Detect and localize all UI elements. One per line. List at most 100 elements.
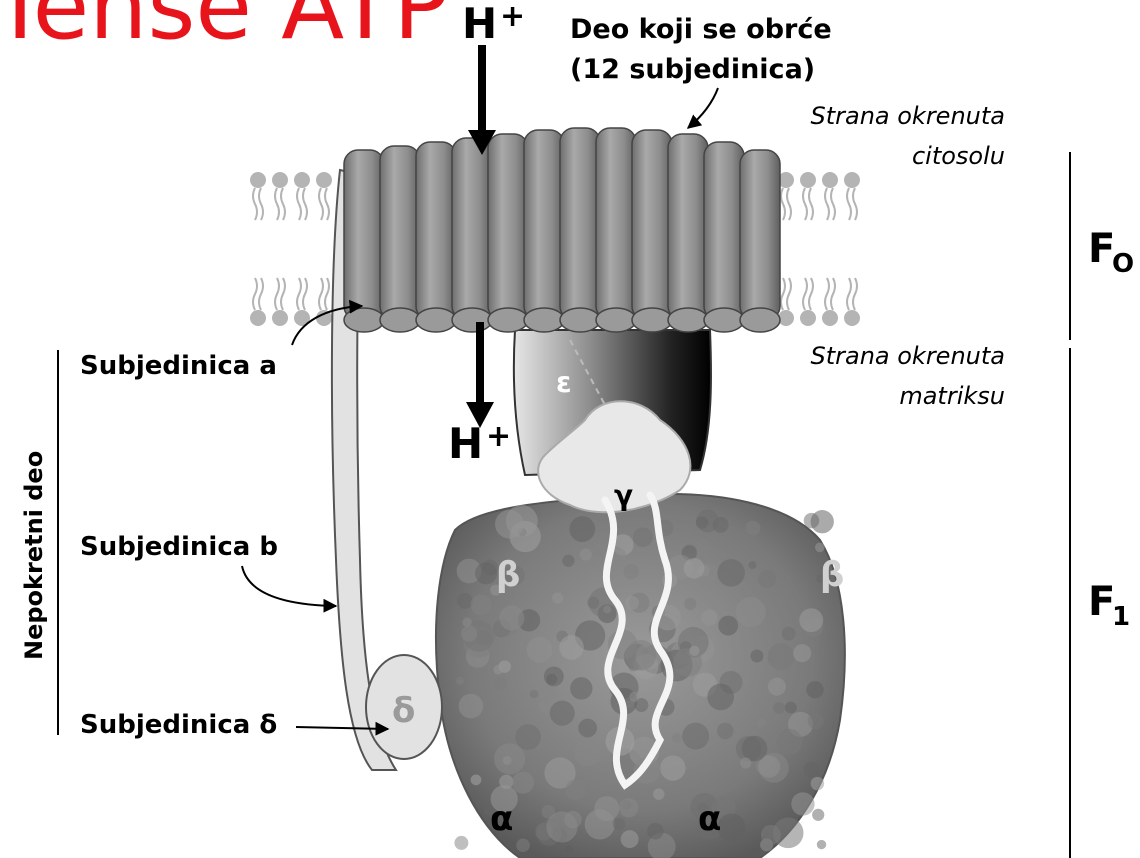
c-subunit-cylinder xyxy=(596,128,636,320)
lipid-tail xyxy=(825,278,835,310)
f1-texture-blob xyxy=(707,684,734,711)
f1-texture-blob xyxy=(461,625,477,641)
f1-texture-blob xyxy=(633,527,653,547)
f1-texture-blob xyxy=(578,719,597,738)
c-subunit-cylinder xyxy=(740,150,780,320)
cytosol-side-line1: Strana okrenuta xyxy=(810,102,1005,130)
subunit-a-label: Subjedinica a xyxy=(80,351,277,381)
lipid-head xyxy=(316,172,332,188)
f1-texture-blob xyxy=(653,788,664,799)
f1-texture-blob xyxy=(457,593,473,609)
lipid-tail xyxy=(781,278,791,310)
f1-texture-blob xyxy=(777,729,803,755)
c-subunit-cap xyxy=(452,308,492,332)
f1-texture-blob xyxy=(546,811,577,842)
lipid-tail xyxy=(803,188,813,220)
beta-right-letter: β xyxy=(820,555,844,595)
f1-texture-blob xyxy=(748,561,756,569)
f1-texture-blob xyxy=(515,724,541,750)
proton-charge-bottom: + xyxy=(486,419,511,454)
lipid-tail xyxy=(319,278,329,310)
f1-texture-blob xyxy=(552,593,563,604)
subunit-delta-label: Subjedinica δ xyxy=(80,710,277,740)
f1-texture-blob xyxy=(812,809,824,821)
c-subunit-cap xyxy=(740,308,780,332)
f1-texture-blob xyxy=(603,605,611,613)
proton-label-top: H xyxy=(462,0,497,48)
f1-texture-blob xyxy=(471,594,492,615)
f1-texture-blob xyxy=(684,598,696,610)
f1-texture-blob xyxy=(499,606,524,631)
f1-texture-blob xyxy=(793,644,811,662)
c-subunit-cap xyxy=(524,308,564,332)
f1-texture-blob xyxy=(718,616,738,636)
f1-texture-blob xyxy=(621,830,639,848)
f1-texture-blob xyxy=(625,596,639,610)
lipid-head xyxy=(250,172,266,188)
lipid-tail xyxy=(297,278,307,310)
f1-texture-blob xyxy=(471,774,482,785)
c-ring-rotor xyxy=(344,128,780,332)
delta-letter: δ xyxy=(392,691,415,731)
gamma-letter: γ xyxy=(614,479,633,512)
lipid-head xyxy=(250,310,266,326)
f1-texture-blob xyxy=(493,677,506,690)
lipid-tail xyxy=(319,188,329,220)
lipid-head xyxy=(800,172,816,188)
f1-texture-blob xyxy=(494,743,525,774)
f1-texture-blob xyxy=(811,510,834,533)
beta-left-letter: β xyxy=(496,555,520,595)
f1-texture-blob xyxy=(587,597,599,609)
c-subunit-cylinder xyxy=(488,134,528,320)
f1-texture-blob xyxy=(621,800,631,810)
lipid-tail xyxy=(825,188,835,220)
f1-texture-blob xyxy=(736,597,766,627)
lipid-head xyxy=(822,310,838,326)
f1-texture-blob xyxy=(785,702,797,714)
f1-texture-blob xyxy=(672,733,682,743)
f1-texture-blob xyxy=(684,558,705,579)
f1-texture-blob xyxy=(717,559,745,587)
c-subunit-cap xyxy=(344,308,384,332)
f1-texture-blob xyxy=(613,818,625,830)
c-subunit-cylinder xyxy=(632,130,672,320)
f1-texture-blob xyxy=(454,836,468,850)
f1-texture-blob xyxy=(758,570,776,588)
lipid-head xyxy=(800,310,816,326)
f1-texture-blob xyxy=(527,637,553,663)
f1-texture-blob xyxy=(462,617,472,627)
c-subunit-cylinder xyxy=(560,128,600,320)
f1-subscript: 1 xyxy=(1112,602,1130,632)
c-subunit-cylinder xyxy=(452,138,492,320)
f1-texture-blob xyxy=(806,681,823,698)
f1-texture-blob xyxy=(543,686,556,699)
f1-texture-blob xyxy=(512,772,534,794)
matrix-side-line2: matriksu xyxy=(899,382,1005,410)
cytosol-side-line2: citosolu xyxy=(912,142,1005,170)
f1-texture-blob xyxy=(696,510,719,533)
c-subunit-cap xyxy=(596,308,636,332)
f1-texture-blob xyxy=(495,510,524,539)
c-subunit-cap xyxy=(416,308,456,332)
lipid-head xyxy=(272,310,288,326)
stator-label: Nepokretni deo xyxy=(20,451,48,660)
lipid-head xyxy=(272,172,288,188)
lipid-head xyxy=(822,172,838,188)
f1-texture-blob xyxy=(459,694,484,719)
f1-texture-blob xyxy=(811,777,824,790)
fo-subscript: O xyxy=(1112,249,1134,279)
lipid-head xyxy=(844,172,860,188)
f1-texture-blob xyxy=(815,543,825,553)
f1-texture-blob xyxy=(757,718,766,727)
subunit-b-label: Subjedinica b xyxy=(80,532,278,562)
f1-texture-blob xyxy=(538,701,549,712)
f1-texture-blob xyxy=(626,640,657,671)
f1-texture-blob xyxy=(740,757,751,768)
f1-texture-blob xyxy=(768,678,786,696)
header-fragment: Tense ATP xyxy=(0,0,449,60)
c-subunit-cap xyxy=(632,308,672,332)
f1-texture-blob xyxy=(799,608,823,632)
f1-texture-blob xyxy=(530,690,539,699)
f1-texture-blob xyxy=(750,649,763,662)
